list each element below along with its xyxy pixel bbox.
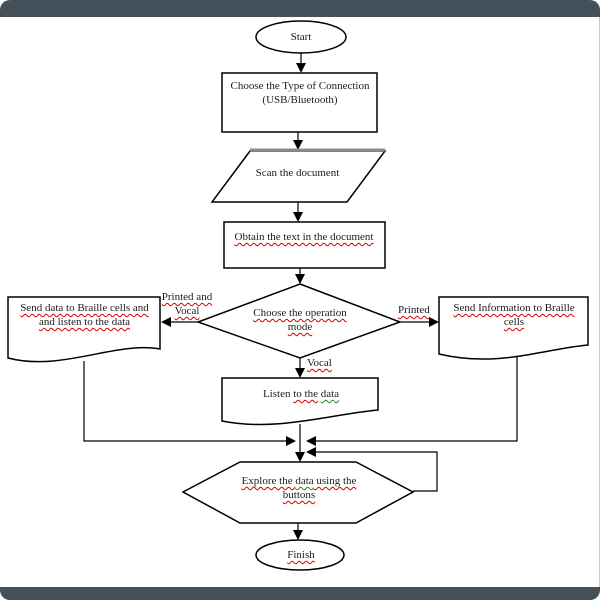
terminator-finish [255, 539, 345, 571]
process-connection [221, 72, 378, 133]
document-listen [221, 377, 379, 426]
doc-left-label: Send data to Braille cells and and liste… [20, 302, 149, 328]
explore-label-line2: buttons [282, 489, 316, 501]
doc-right-label: Send Information to Braille cells [453, 302, 575, 328]
branch-label-printed: Printed [398, 304, 430, 316]
arrowhead-into-finish [293, 530, 303, 540]
arrowhead-junction-from-loop [306, 447, 316, 457]
arrowhead-into-left-doc [161, 317, 171, 327]
explore-label-line1: Explore the data using the [241, 475, 357, 487]
finish-label: Finish [287, 549, 315, 561]
connection-label-line2: (USB/Bluetooth) [262, 94, 338, 106]
branch-label-printed-and-vocal: Printed and Vocal [161, 291, 213, 317]
arrowhead-into-listen [295, 368, 305, 378]
start-label: Start [290, 31, 312, 43]
decision-label: Choose the operation mode [229, 306, 371, 334]
obtain-label: Obtain the text in the document [234, 231, 374, 243]
explore-label: Explore the data using the buttons [210, 474, 388, 502]
connector-left-doc-to-junction [83, 361, 287, 442]
document-send-data-braille-vocal [7, 296, 161, 363]
arrowhead-junction-from-left [286, 436, 296, 446]
process-obtain [223, 221, 386, 269]
connector-right-doc-to-junction [315, 356, 518, 442]
branch-label-vocal: Vocal [307, 357, 332, 369]
connector-explore-loop [315, 451, 438, 492]
window-top-bar [0, 0, 600, 17]
decision-diamond [195, 283, 403, 359]
window-bottom-bar [0, 587, 600, 600]
arrowhead-into-right-doc [429, 317, 439, 327]
connection-label-line1: Choose the Type of Connection [230, 80, 370, 92]
scan-label: Scan the document [255, 167, 340, 179]
arrowhead-into-scan [293, 140, 303, 150]
decision-label-line2: mode [287, 321, 313, 333]
arrowhead-into-connection [296, 63, 306, 73]
hexagon-explore [181, 461, 415, 524]
arrowhead-into-decision [295, 274, 305, 284]
arrowhead-into-obtain [293, 212, 303, 222]
listen-label: Listen to the data [262, 388, 340, 400]
decision-label-line1: Choose the operation [253, 307, 347, 319]
terminator-start [255, 20, 347, 54]
arrowhead-into-explore [295, 452, 305, 462]
document-send-information-braille [438, 296, 589, 360]
connection-label: Choose the Type of Connection (USB/Bluet… [224, 79, 376, 107]
arrowhead-junction-from-right [306, 436, 316, 446]
